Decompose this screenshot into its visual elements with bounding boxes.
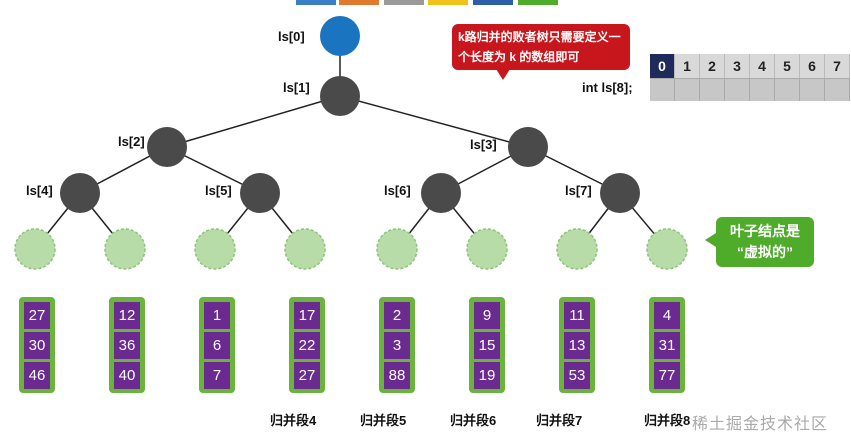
array-index-4: 4: [750, 54, 775, 78]
node-label-ls2: ls[2]: [118, 134, 145, 149]
segment-value-cell: 9: [474, 302, 500, 329]
array-cell: [750, 78, 775, 101]
segment-value-cell: 3: [384, 332, 410, 359]
internal-node-ls7: [600, 173, 640, 213]
top-color-swatch: [296, 0, 336, 5]
top-color-swatch: [473, 0, 513, 5]
callout-tail: [705, 233, 716, 247]
merge-segment: 27 30 46: [19, 297, 55, 393]
array-index-6: 6: [800, 54, 825, 78]
array-cell: [650, 78, 675, 101]
segment-value-cell: 15: [474, 332, 500, 359]
internal-node-ls2: [147, 127, 187, 167]
virtual-leaf-node: [556, 228, 598, 270]
virtual-leaf-node: [646, 228, 688, 270]
segment-value-cell: 7: [204, 362, 230, 389]
array-cell: [825, 78, 850, 101]
segment-value-cell: 36: [114, 332, 140, 359]
array-index-3: 3: [725, 54, 750, 78]
merge-segment: 11 13 53: [559, 297, 595, 393]
virtual-leaf-node: [194, 228, 236, 270]
virtual-leaf-node: [284, 228, 326, 270]
merge-segment: 1 6 7: [199, 297, 235, 393]
merge-segment: 4 31 77: [649, 297, 685, 393]
top-color-swatch: [518, 0, 558, 5]
segment-value-cell: 31: [654, 332, 680, 359]
tree-edge: [339, 95, 529, 148]
segment-value-cell: 11: [564, 302, 590, 329]
segment-value-cell: 1: [204, 302, 230, 329]
segment-value-cell: 17: [294, 302, 320, 329]
segment-value-cell: 30: [24, 332, 50, 359]
array-cell: [725, 78, 750, 101]
virtual-leaf-line2: “虚拟的”: [737, 244, 793, 260]
segment-value-cell: 77: [654, 362, 680, 389]
merge-segment: 12 36 40: [109, 297, 145, 393]
segment-label: 归并段6: [450, 413, 497, 428]
root-label: ls[0]: [278, 29, 305, 44]
segment-value-cell: 53: [564, 362, 590, 389]
root-node-ls0: [320, 16, 360, 56]
node-label-ls3: ls[3]: [470, 137, 497, 152]
array-declaration-label: int ls[8];: [582, 80, 633, 95]
virtual-leaf-line1: 叶子结点是: [730, 223, 800, 239]
internal-node-ls3: [508, 127, 548, 167]
array-index-2: 2: [700, 54, 725, 78]
tree-edge: [166, 95, 341, 148]
top-color-swatch: [428, 0, 468, 5]
top-color-swatch: [339, 0, 379, 5]
callout-tail: [496, 69, 510, 80]
array-cell: [775, 78, 800, 101]
node-label-ls4: ls[4]: [26, 183, 53, 198]
loser-tree-note-text: k路归并的败者树只需要定义一个长度为 k 的数组即可: [458, 30, 621, 64]
segment-value-cell: 88: [384, 362, 410, 389]
segment-label: 归并段7: [536, 413, 583, 428]
merge-segment: 2 3 88: [379, 297, 415, 393]
array-cell: [675, 78, 700, 101]
node-label-ls7: ls[7]: [565, 183, 592, 198]
array-index-1: 1: [675, 54, 700, 78]
segment-value-cell: 27: [24, 302, 50, 329]
segment-value-cell: 40: [114, 362, 140, 389]
internal-node-ls4: [60, 173, 100, 213]
node-label-ls6: ls[6]: [384, 183, 411, 198]
segment-value-cell: 46: [24, 362, 50, 389]
loser-tree-note-callout: k路归并的败者树只需要定义一个长度为 k 的数组即可: [452, 24, 630, 80]
segment-value-cell: 13: [564, 332, 590, 359]
node-label-ls1: ls[1]: [283, 80, 310, 95]
segment-value-cell: 22: [294, 332, 320, 359]
internal-node-ls1: [320, 76, 360, 116]
array-index-7: 7: [825, 54, 850, 78]
virtual-leaf-node: [14, 228, 56, 270]
array-cell: [700, 78, 725, 101]
node-label-ls5: ls[5]: [205, 183, 232, 198]
segment-value-cell: 12: [114, 302, 140, 329]
segment-label: 归并段8: [644, 413, 691, 428]
virtual-leaf-node: [104, 228, 146, 270]
merge-segment: 9 15 19: [469, 297, 505, 393]
virtual-leaf-callout: 叶子结点是 “虚拟的”: [705, 217, 814, 267]
internal-node-ls5: [240, 173, 280, 213]
array-cell: [800, 78, 825, 101]
segment-value-cell: 2: [384, 302, 410, 329]
array-index-5: 5: [775, 54, 800, 78]
top-color-swatch: [384, 0, 424, 5]
array-index-0: 0: [650, 54, 675, 78]
merge-segment: 17 22 27: [289, 297, 325, 393]
segment-label: 归并段4: [270, 413, 317, 428]
segment-label: 归并段5: [360, 413, 407, 428]
virtual-leaf-node: [376, 228, 418, 270]
segment-value-cell: 27: [294, 362, 320, 389]
virtual-leaf-node: [466, 228, 508, 270]
watermark: 稀土掘金技术社区: [692, 416, 829, 433]
segment-value-cell: 19: [474, 362, 500, 389]
segment-value-cell: 4: [654, 302, 680, 329]
internal-node-ls6: [421, 173, 461, 213]
segment-value-cell: 6: [204, 332, 230, 359]
